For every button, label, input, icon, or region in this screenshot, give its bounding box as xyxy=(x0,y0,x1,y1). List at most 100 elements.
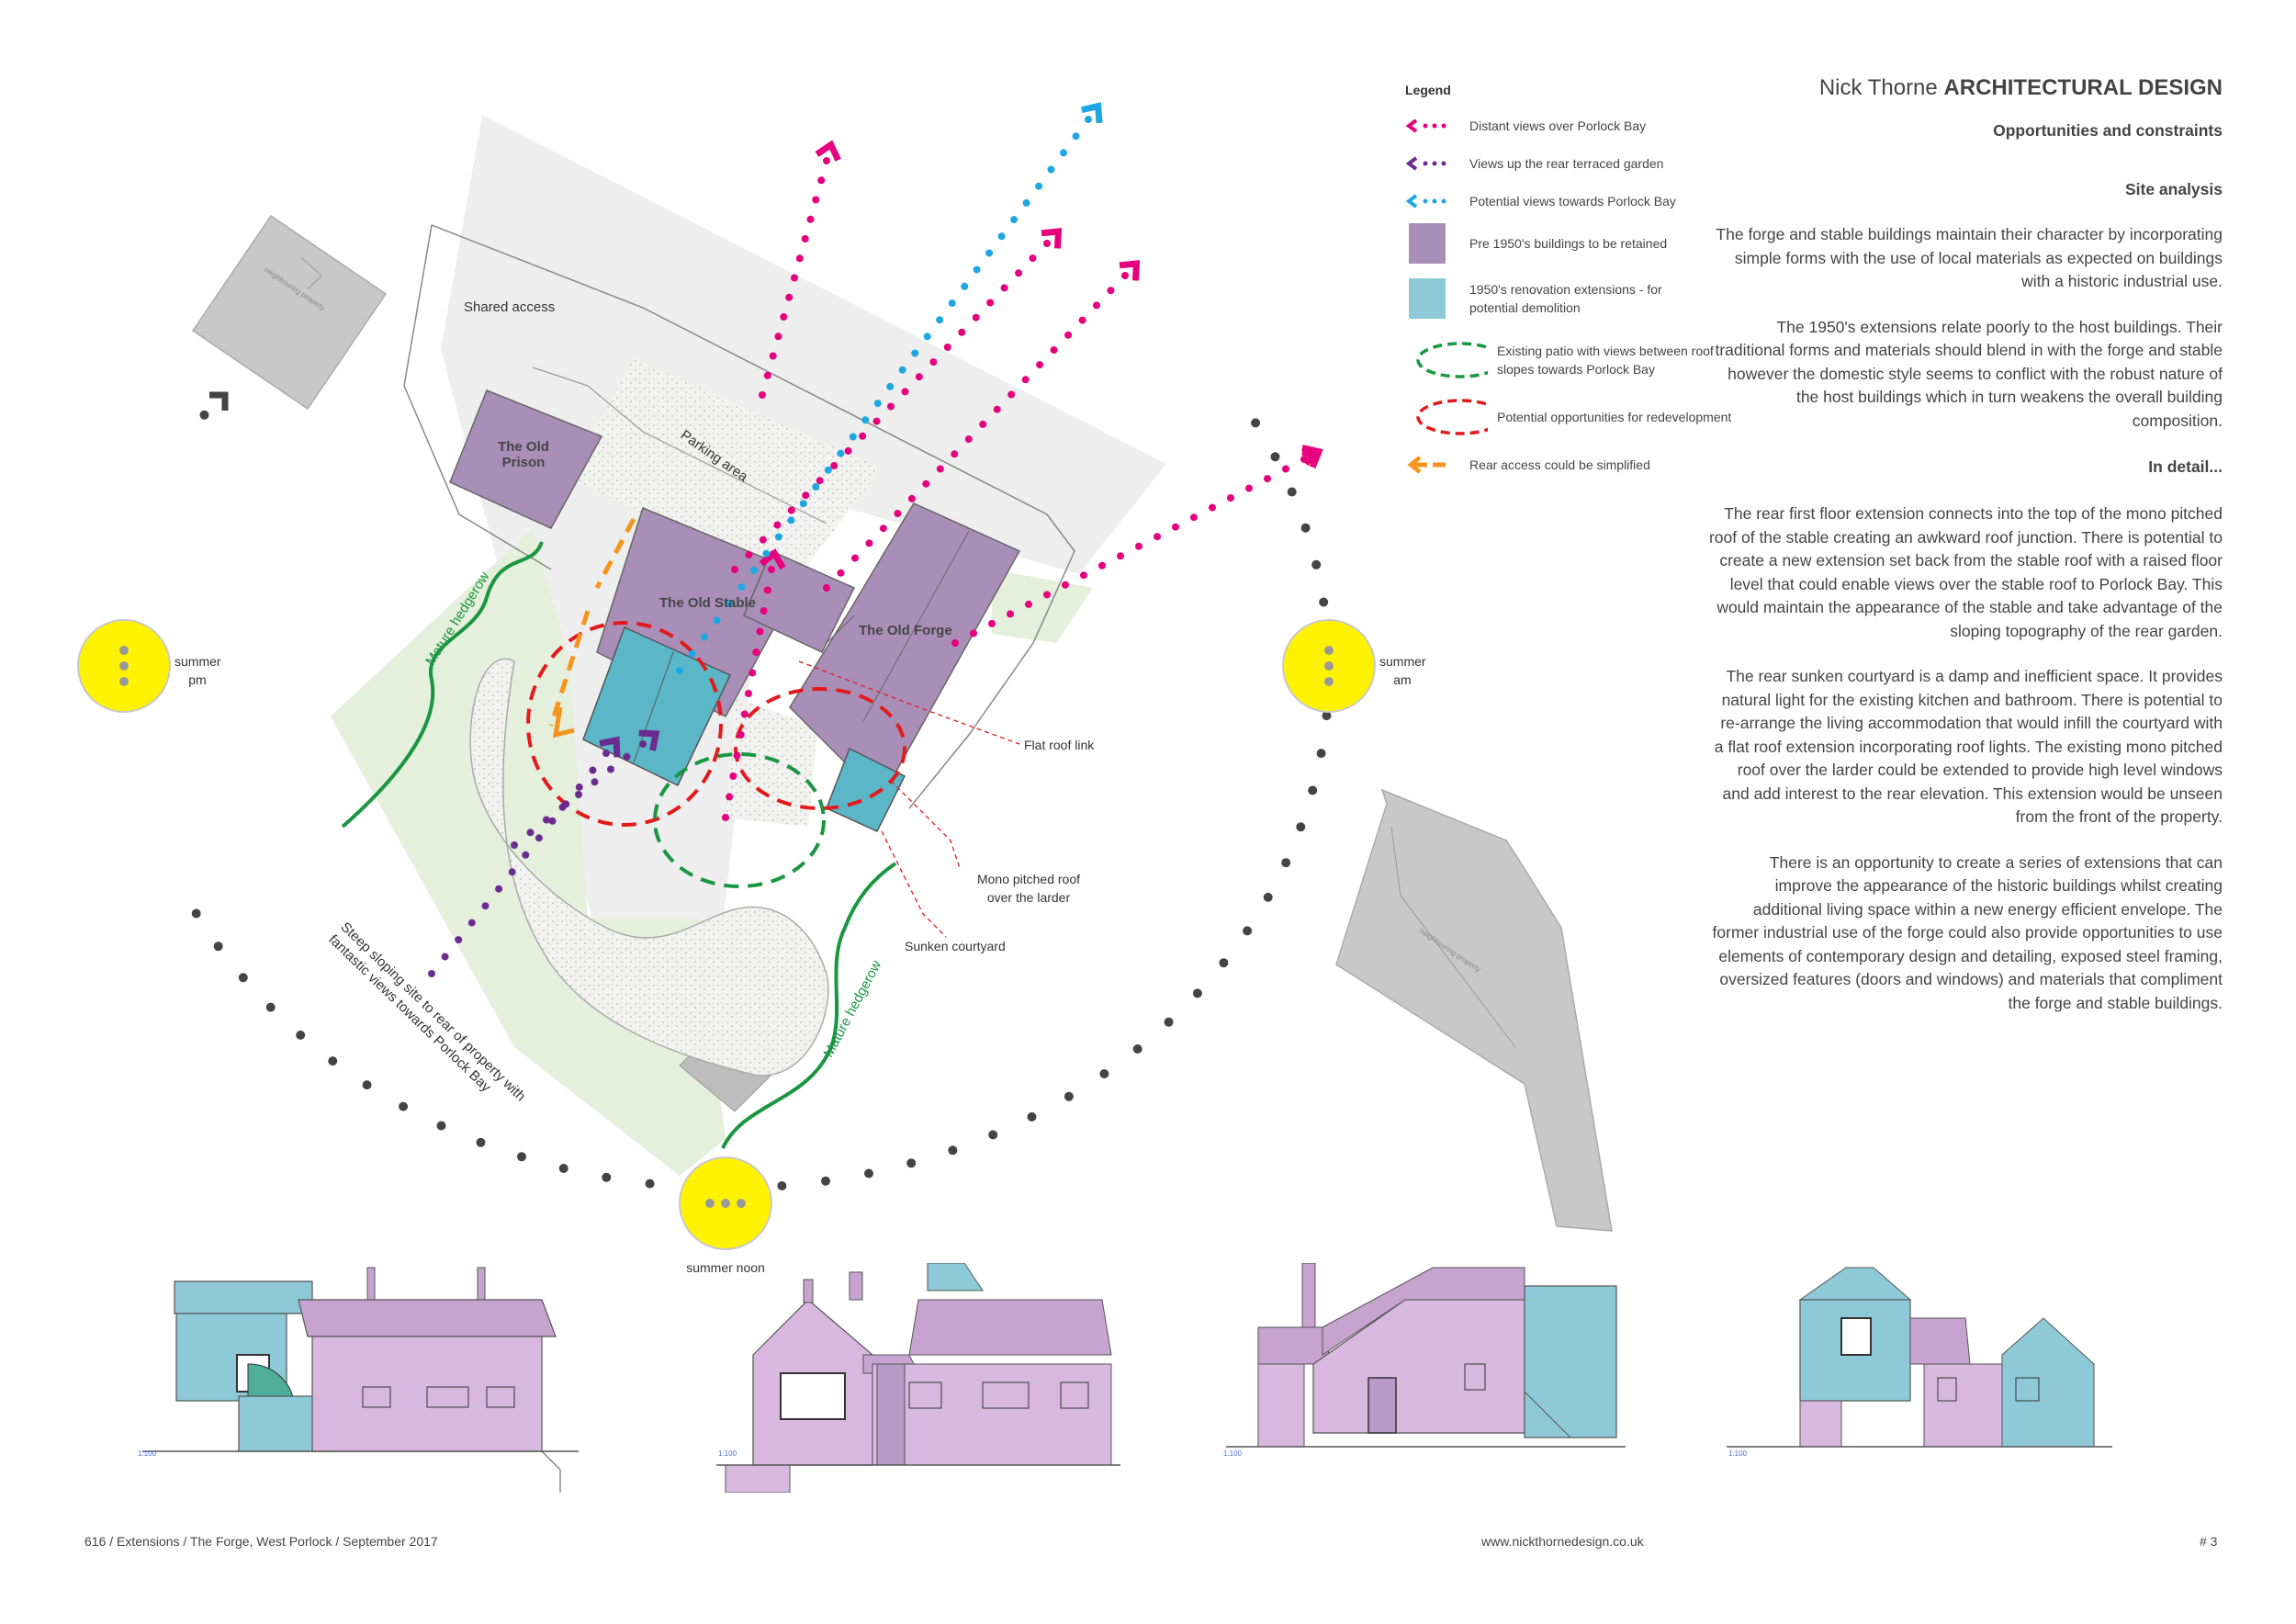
legend-label: 1950's renovation extensions - for poten… xyxy=(1469,282,1662,315)
sun-path-dot xyxy=(1319,597,1329,607)
scale-label-3: 1:100 xyxy=(1223,1449,1243,1458)
patio-ellipse xyxy=(653,752,826,888)
label-sunken-courtyard: Sunken courtyard xyxy=(905,939,1006,953)
view-line xyxy=(731,228,1063,573)
sun-path-dot xyxy=(1251,418,1261,428)
view-arrow-icon xyxy=(599,736,621,758)
old-stable-link xyxy=(743,550,856,653)
sun-path-dot xyxy=(777,1181,787,1190)
site-analysis-heading: Site analysis xyxy=(2124,180,2223,198)
garden-green-area-east xyxy=(992,570,1093,643)
view-arrow-icon xyxy=(1301,445,1323,469)
terraced-garden xyxy=(469,658,829,1077)
sun-path-dot xyxy=(1243,926,1253,936)
sun-path-dot xyxy=(213,942,223,952)
orange-dashed-arrow-icon xyxy=(1407,456,1446,474)
sun-path-dot xyxy=(1219,958,1229,968)
sun-path-dot xyxy=(821,1176,830,1186)
sun-path-dot xyxy=(199,410,209,420)
rear-access-arrow-1 xyxy=(548,517,636,739)
sun-path-dot xyxy=(1296,822,1306,832)
in-detail-heading: In detail... xyxy=(2148,457,2223,476)
blue-swatch-icon xyxy=(1409,278,1446,319)
legend-label: Distant views over Porlock Bay xyxy=(1469,118,1647,133)
sun-path-dot xyxy=(1287,487,1297,497)
sun-path-dot xyxy=(1281,858,1291,868)
elevation-1: 1:100 xyxy=(138,1267,579,1493)
courtyard-gravel xyxy=(726,698,817,827)
sun-path-dot xyxy=(1270,452,1280,462)
sun-path-dot xyxy=(602,1172,612,1182)
redevelopment-ellipse-1 xyxy=(526,621,723,827)
label-mono-pitched-roof: Mono pitched roof over the larder xyxy=(976,872,1081,905)
neighbouring-property-nw xyxy=(191,214,388,411)
sun-path-dot xyxy=(328,1056,338,1066)
purple-dotted-arrow-icon xyxy=(1405,156,1446,171)
site-boundary-line-west xyxy=(403,224,552,570)
firm-suffix: ARCHITECTURAL DESIGN xyxy=(1943,75,2223,100)
sun-path xyxy=(191,410,1334,1193)
label-old-forge: The Old Forge xyxy=(859,623,952,638)
sun-path-dot xyxy=(1164,1017,1174,1027)
pink-dotted-arrow-icon xyxy=(1405,118,1446,133)
sun-path-dot xyxy=(1308,785,1318,795)
in-detail-p2: The rear sunken courtyard is a damp and … xyxy=(1714,667,2223,826)
view-line xyxy=(951,445,1323,647)
site-plan xyxy=(77,102,1613,1250)
sun-pm-icon xyxy=(77,619,171,713)
label-summer-pm: summer pm xyxy=(174,654,221,687)
view-arrow-icon xyxy=(759,548,786,570)
view-arrow-icon xyxy=(815,140,841,162)
sun-path-dot xyxy=(362,1080,372,1090)
green-dashed-ellipse-icon xyxy=(1416,342,1488,378)
red-dashed-ellipse-icon xyxy=(1416,399,1488,435)
extension-rear-roof xyxy=(582,626,732,787)
sun-path-arrow-start xyxy=(209,391,229,411)
blue-dotted-arrow-icon xyxy=(1405,194,1446,209)
site-boundary-shade xyxy=(441,115,1166,1148)
sun-noon-icon xyxy=(679,1156,772,1250)
sun-path-dot xyxy=(1322,711,1332,721)
view-line xyxy=(676,102,1103,674)
redevelopment-ellipse-2 xyxy=(734,687,906,810)
access-track xyxy=(532,367,827,524)
sun-path-dot xyxy=(864,1168,873,1179)
label-summer-noon: summer noon xyxy=(686,1260,765,1275)
label-shared-access: Shared access xyxy=(464,299,556,315)
label-old-prison: The Old Prison xyxy=(498,439,549,470)
purple-swatch-icon xyxy=(1409,223,1446,264)
annotation-leaders xyxy=(798,660,1020,938)
firm-name: Nick Thorne xyxy=(1818,75,1938,100)
view-arrow-icon xyxy=(1041,228,1063,249)
view-line xyxy=(823,260,1141,592)
scale-label-2: 1:100 xyxy=(718,1449,737,1458)
view-arrow-icon xyxy=(1119,260,1141,281)
mature-hedgerow-west xyxy=(341,541,544,829)
view-line xyxy=(511,729,660,849)
label-flat-roof-link: Flat roof link xyxy=(1024,738,1095,752)
legend-item-distant-views: Distant views over Porlock Bay xyxy=(1405,115,1646,137)
sun-path-dot xyxy=(517,1152,526,1162)
legend-item-rear-access: Rear access could be simplified xyxy=(1405,454,1650,476)
footer-website[interactable]: www.nickthornedesign.co.uk xyxy=(1481,1534,1644,1549)
sun-path-dot xyxy=(558,1164,568,1173)
sun-path-dot xyxy=(906,1158,917,1168)
view-line xyxy=(722,548,786,821)
sun-path-dot xyxy=(476,1137,486,1147)
in-detail-p1: The rear first floor extension connects … xyxy=(1708,504,2223,640)
site-boundary-line xyxy=(431,224,1075,809)
sun-path-dot xyxy=(1300,523,1311,533)
view-arrow-icon xyxy=(638,729,660,751)
sun-path-dot xyxy=(645,1179,655,1189)
elevation-3: 1:100 xyxy=(1223,1263,1626,1458)
view-line xyxy=(759,140,841,399)
legend-label: Potential opportunities for redevelopmen… xyxy=(1497,410,1732,424)
sun-path-dot xyxy=(1316,749,1326,759)
legend-item-rear-garden-views: Views up the rear terraced garden xyxy=(1405,152,1663,175)
sun-path-dot xyxy=(1027,1111,1037,1122)
sun-path-dot xyxy=(1064,1091,1074,1101)
scale-label-4: 1:100 xyxy=(1728,1449,1748,1458)
legend-item-pre-1950: Pre 1950's buildings to be retained xyxy=(1405,223,1667,264)
label-summer-am: summer am xyxy=(1379,654,1426,687)
page-subtitle: Opportunities and constraints xyxy=(1993,121,2223,140)
